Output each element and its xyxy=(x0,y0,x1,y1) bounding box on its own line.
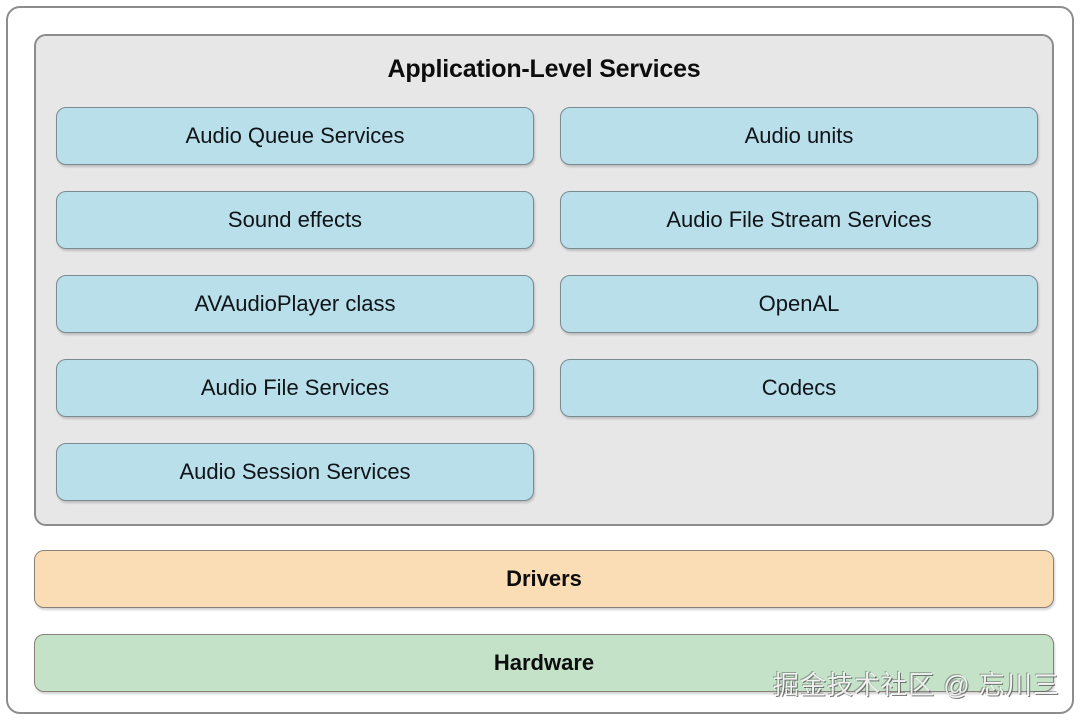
service-box-label: OpenAL xyxy=(758,291,840,316)
service-box-avaudioplayer-class[interactable]: AVAudioPlayer class xyxy=(56,275,534,333)
drivers-layer-bar[interactable]: Drivers xyxy=(34,550,1054,608)
hardware-layer-bar[interactable]: Hardware xyxy=(34,634,1054,692)
service-box-label: Sound effects xyxy=(227,207,363,232)
service-box-audio-session-services[interactable]: Audio Session Services xyxy=(56,443,534,501)
service-box-sound-effects[interactable]: Sound effects xyxy=(56,191,534,249)
service-column-right: Audio units Audio File Stream Services O… xyxy=(560,107,1038,443)
service-box-label: Audio File Stream Services xyxy=(666,207,932,232)
service-box-audio-file-services[interactable]: Audio File Services xyxy=(56,359,534,417)
service-box-audio-queue-services[interactable]: Audio Queue Services xyxy=(56,107,534,165)
service-box-label: Codecs xyxy=(761,375,837,400)
service-box-label: Audio units xyxy=(744,123,854,148)
service-column-left: Audio Queue Services Sound effects AVAud… xyxy=(56,107,534,527)
service-box-audio-file-stream-services[interactable]: Audio File Stream Services xyxy=(560,191,1038,249)
service-box-label: Audio Session Services xyxy=(179,459,411,484)
service-box-label: Audio File Services xyxy=(200,375,390,400)
layer-bar-label: Drivers xyxy=(506,566,582,591)
service-box-label: Audio Queue Services xyxy=(185,123,405,148)
service-box-audio-units[interactable]: Audio units xyxy=(560,107,1038,165)
diagram-root: Application-Level Services Audio Queue S… xyxy=(6,6,1074,714)
service-box-openal[interactable]: OpenAL xyxy=(560,275,1038,333)
service-box-codecs[interactable]: Codecs xyxy=(560,359,1038,417)
page-title: Application-Level Services xyxy=(387,55,701,83)
application-level-services-panel: Application-Level Services Audio Queue S… xyxy=(34,34,1054,526)
layer-bar-label: Hardware xyxy=(493,650,595,675)
service-box-label: AVAudioPlayer class xyxy=(194,291,396,316)
